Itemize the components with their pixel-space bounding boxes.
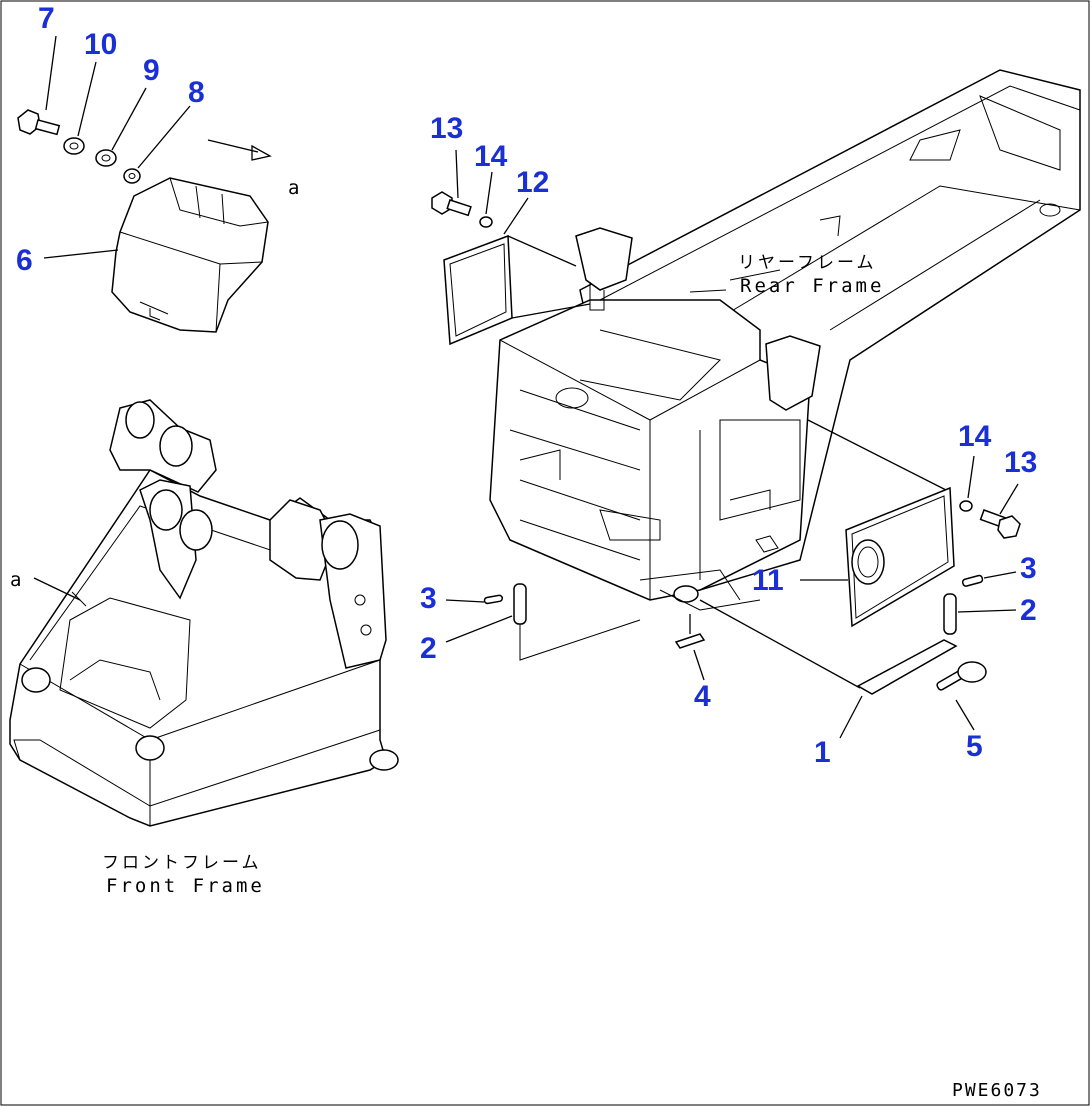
leader-7	[45, 35, 57, 111]
washer-14-top-part	[479, 216, 493, 228]
callout-3-left: 3	[420, 582, 437, 615]
arrow-line-a	[207, 139, 259, 153]
leader-8	[137, 105, 191, 169]
leader-2-right	[957, 609, 1017, 613]
pin-2-right-part	[943, 593, 957, 635]
callout-4: 4	[694, 680, 711, 713]
leader-2-left	[445, 615, 513, 643]
rear-frame-label-en: Rear Frame	[740, 275, 884, 297]
shim-4-part	[674, 633, 706, 649]
pin-3-right-part	[961, 574, 984, 587]
figure-code: PWE6073	[952, 1080, 1042, 1101]
leader-9	[111, 87, 147, 151]
bolt-13-right-part	[979, 509, 1021, 539]
cover-plate-12-part	[443, 234, 591, 346]
callout-9: 9	[143, 54, 160, 87]
callout-7: 7	[38, 2, 55, 35]
cover-plate-11-part	[800, 419, 955, 628]
callout-11: 11	[752, 564, 784, 597]
cover-assembly	[17, 35, 272, 333]
leader-3-left	[445, 599, 485, 603]
callout-13-right: 13	[1004, 446, 1037, 479]
leader-a-left	[33, 577, 81, 601]
cover-6-part	[111, 177, 269, 333]
callout-5: 5	[966, 730, 983, 763]
callout-14-top: 14	[474, 140, 508, 173]
front-frame-label-jp: フロントフレーム	[102, 853, 262, 873]
front-frame	[9, 399, 399, 827]
leader-3-right	[983, 571, 1017, 579]
callout-14-right: 14	[958, 420, 992, 453]
pin-3-left-part	[483, 594, 504, 605]
bolt-13-top-part	[431, 191, 472, 217]
leader-14-top	[485, 171, 493, 215]
pin-2-left-part	[513, 583, 527, 625]
leader-14-right	[967, 455, 975, 499]
flange-10-part	[63, 137, 85, 155]
ref-a-top: a	[288, 177, 302, 199]
rear-frame	[489, 69, 1081, 611]
ref-a-left: a	[10, 569, 24, 591]
callout-2-right: 2	[1020, 594, 1037, 627]
leader-5	[955, 699, 975, 731]
lock-pin-5-part	[936, 661, 987, 691]
washer-8-part	[123, 168, 141, 184]
leader-12	[503, 197, 529, 235]
front-frame-label-en: Front Frame	[106, 875, 265, 897]
callout-2-left: 2	[420, 632, 437, 665]
rear-frame-label-jp: リヤーフレーム	[738, 253, 876, 273]
leader-13-top	[455, 149, 459, 199]
leader-13-right	[999, 483, 1019, 515]
lock-bar-1-part	[699, 599, 958, 695]
callout-1: 1	[814, 736, 831, 769]
washer-9-part	[95, 149, 117, 167]
callout-3-right: 3	[1020, 552, 1037, 585]
callout-6: 6	[16, 244, 33, 277]
callout-8: 8	[188, 76, 205, 109]
callout-10: 10	[84, 28, 117, 61]
bolt-7-part	[17, 109, 61, 136]
leader-1	[839, 695, 863, 739]
leader-6	[43, 249, 119, 259]
leader-4	[693, 649, 705, 681]
washer-14-right-part	[959, 500, 973, 512]
leader-10	[77, 61, 97, 137]
callout-12: 12	[516, 166, 549, 199]
callout-13-top: 13	[430, 112, 463, 145]
arrow-head-a	[251, 144, 272, 161]
